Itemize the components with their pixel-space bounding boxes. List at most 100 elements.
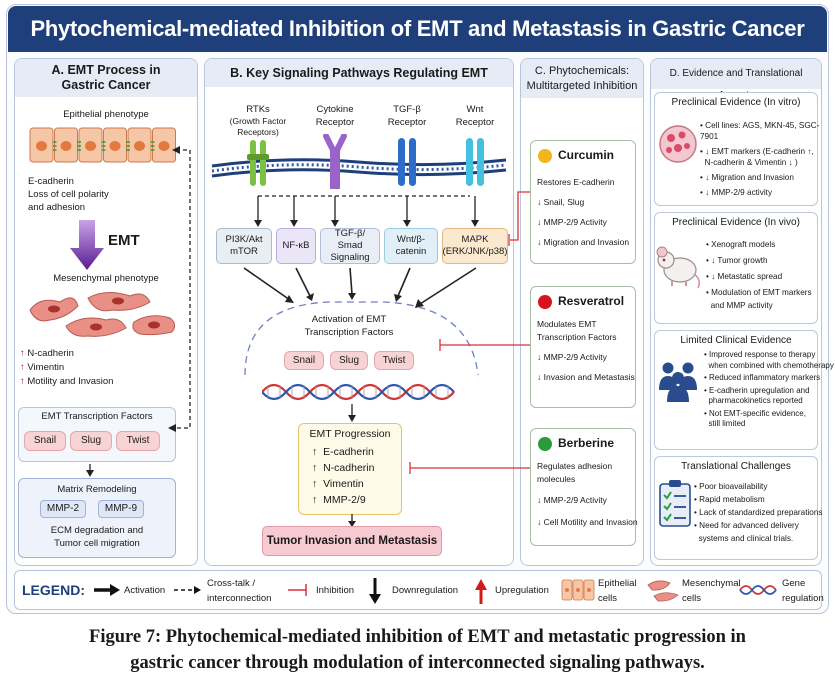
emt-label: EMT	[108, 232, 140, 249]
cell-nucleus	[60, 141, 72, 151]
tf-twist: Twist	[116, 431, 160, 451]
mmp-9: MMP-9	[98, 500, 144, 518]
ecadherin-text: E-cadherin Loss of cell polarity and adh…	[28, 176, 109, 213]
mesenchymal-label: Mesenchymal phenotype	[53, 273, 159, 284]
legend-crosstalk: Cross-talk /interconnection	[207, 578, 272, 604]
receptor-label-cytokine: Cytokine Receptor	[315, 104, 355, 128]
cell-nucleus	[36, 141, 47, 151]
emt-progression-list: ↑ E-cadherin ↑ N-cadherin ↑ Vimentin ↑ M…	[312, 444, 374, 508]
mesenchymal-cells-illustration	[29, 292, 176, 337]
b-tf-slug: Slug	[330, 351, 368, 370]
epithelial-cells-icon	[561, 579, 595, 601]
tgfb-receptor-icon	[398, 138, 416, 186]
ecm-text: ECM degradation and Tumor cell migration	[50, 525, 144, 549]
resveratrol-dot-icon	[538, 295, 552, 309]
dna-helix-icon	[262, 383, 455, 401]
tf-slug: Slug	[70, 431, 112, 451]
progression-to-outcome-arrow	[348, 514, 356, 527]
legend-inhibition: Inhibition	[316, 585, 355, 596]
cell-junction	[150, 141, 155, 151]
mesenchymal-markers: ↑ N-cadherin ↑ Vimentin ↑ Motility and I…	[20, 348, 114, 387]
progression-item: ↑ E-cadherin	[312, 446, 374, 458]
epithelial-cells-illustration	[29, 127, 176, 163]
emt-progression-title: EMT Progression	[309, 428, 391, 440]
receptor-label-rtks: RTKs (Growth Factor Receptors)	[229, 104, 287, 137]
matrix-title: Matrix Remodeling	[57, 484, 137, 495]
pathway-wnt-catenin: Wnt/β-catenin	[384, 228, 438, 264]
pathway-nfkb: NF-κB	[276, 228, 316, 264]
challenges-bullets: • Poor bioavailability • Rapid metabolis…	[694, 482, 823, 543]
berberine-effects: Regulates adhesion molecules ↓ MMP-2/9 A…	[537, 461, 638, 527]
figure-title: Phytochemical-mediated Inhibition of EMT…	[8, 6, 827, 52]
curcumin-effects: Restores E-cadherin ↓ Snail, Slug ↓ MMP-…	[537, 177, 630, 247]
activation-tf-label: Activation of EMT Transcription Factors	[304, 314, 394, 338]
inhibition-icon	[288, 584, 307, 596]
legend-upregulation: Upregulation	[495, 585, 549, 596]
progression-item: ↑ N-cadherin	[312, 462, 375, 474]
cell-nucleus	[158, 141, 170, 151]
mmp-2: MMP-2	[40, 500, 86, 518]
checklist-clipboard-icon	[659, 480, 691, 527]
resveratrol-effects: Modulates EMT Transcription Factors ↓ MM…	[537, 319, 635, 382]
evidence-card-challenges: Translational Challenges	[654, 456, 818, 560]
b-tf-twist: Twist	[374, 351, 414, 370]
cell-junction	[101, 141, 106, 151]
curcumin-dot-icon	[538, 149, 552, 163]
panel-c-heading: C. Phytochemicals: Multitargeted Inhibit…	[521, 59, 643, 98]
petri-dish-icon	[659, 125, 697, 163]
cell-junction	[52, 141, 57, 151]
figure-caption-line-1: Figure 7: Phytochemical-mediated inhibit…	[89, 627, 746, 647]
receptor-label-wnt: Wnt Receptor	[455, 104, 495, 128]
epithelial-label: Epithelial phenotype	[63, 109, 149, 120]
clinical-bullets: • Improved response to therapy when comb…	[704, 350, 834, 428]
legend-activation: Activation	[124, 585, 166, 596]
compound-card-berberine	[530, 428, 636, 546]
emt-arrow-icon	[70, 220, 104, 270]
outcome-box: Tumor Invasion and Metastasis	[262, 526, 442, 556]
cell-junction	[126, 141, 130, 151]
gene-regulation-icon	[739, 585, 777, 595]
b-tf-snail: Snail	[284, 351, 324, 370]
mesenchymal-cells-icon	[647, 580, 679, 602]
emt-progression-box	[298, 423, 402, 515]
in-vitro-bullets: • Cell lines: AGS, MKN-45, SGC-7901 • ↓ …	[700, 121, 820, 197]
rtk-receptor-icon	[247, 140, 269, 186]
cell-nucleus	[134, 141, 145, 151]
figure-caption-line-2: gastric cancer through modulation of int…	[130, 653, 705, 673]
patients-group-icon	[659, 362, 697, 402]
resveratrol-name: Resveratrol	[558, 294, 625, 308]
mouse-icon	[656, 246, 701, 289]
cell-nucleus	[85, 141, 96, 151]
pathway-tgfb-smad: TGF-β/Smad Signaling	[320, 228, 380, 264]
panel-b-heading: B. Key Signaling Pathways Regulating EMT	[205, 59, 513, 87]
curcumin-name: Curcumin	[558, 148, 615, 162]
receptor-label-tgfb: TGF-β Receptor	[387, 104, 427, 128]
legend-title: LEGEND:	[22, 582, 85, 598]
pathway-mapk: MAPK(ERK/JNK/p38)	[442, 228, 508, 264]
cell-nucleus	[109, 141, 121, 151]
progression-item: ↑ MMP-2/9	[312, 494, 366, 506]
berberine-name: Berberine	[558, 436, 615, 450]
berberine-dot-icon	[538, 437, 552, 451]
in-vivo-bullets: • Xenograft models • ↓ Tumor growth • ↓ …	[706, 240, 812, 310]
tf-to-progression-arrow	[348, 404, 356, 422]
cell-membrane-illustration	[211, 158, 507, 178]
tf-snail: Snail	[24, 431, 66, 451]
cytokine-receptor-icon	[323, 134, 347, 189]
legend-downregulation: Downregulation	[392, 585, 459, 596]
progression-item: ↑ Vimentin	[312, 478, 364, 490]
legend	[14, 570, 822, 610]
matrix-box	[18, 478, 176, 558]
wnt-receptor-icon	[466, 138, 484, 186]
panel-a-heading: A. EMT Process in Gastric Cancer	[15, 59, 197, 97]
emt-tf-title: EMT Transcription Factors	[41, 411, 153, 422]
cell-junction	[77, 141, 81, 151]
